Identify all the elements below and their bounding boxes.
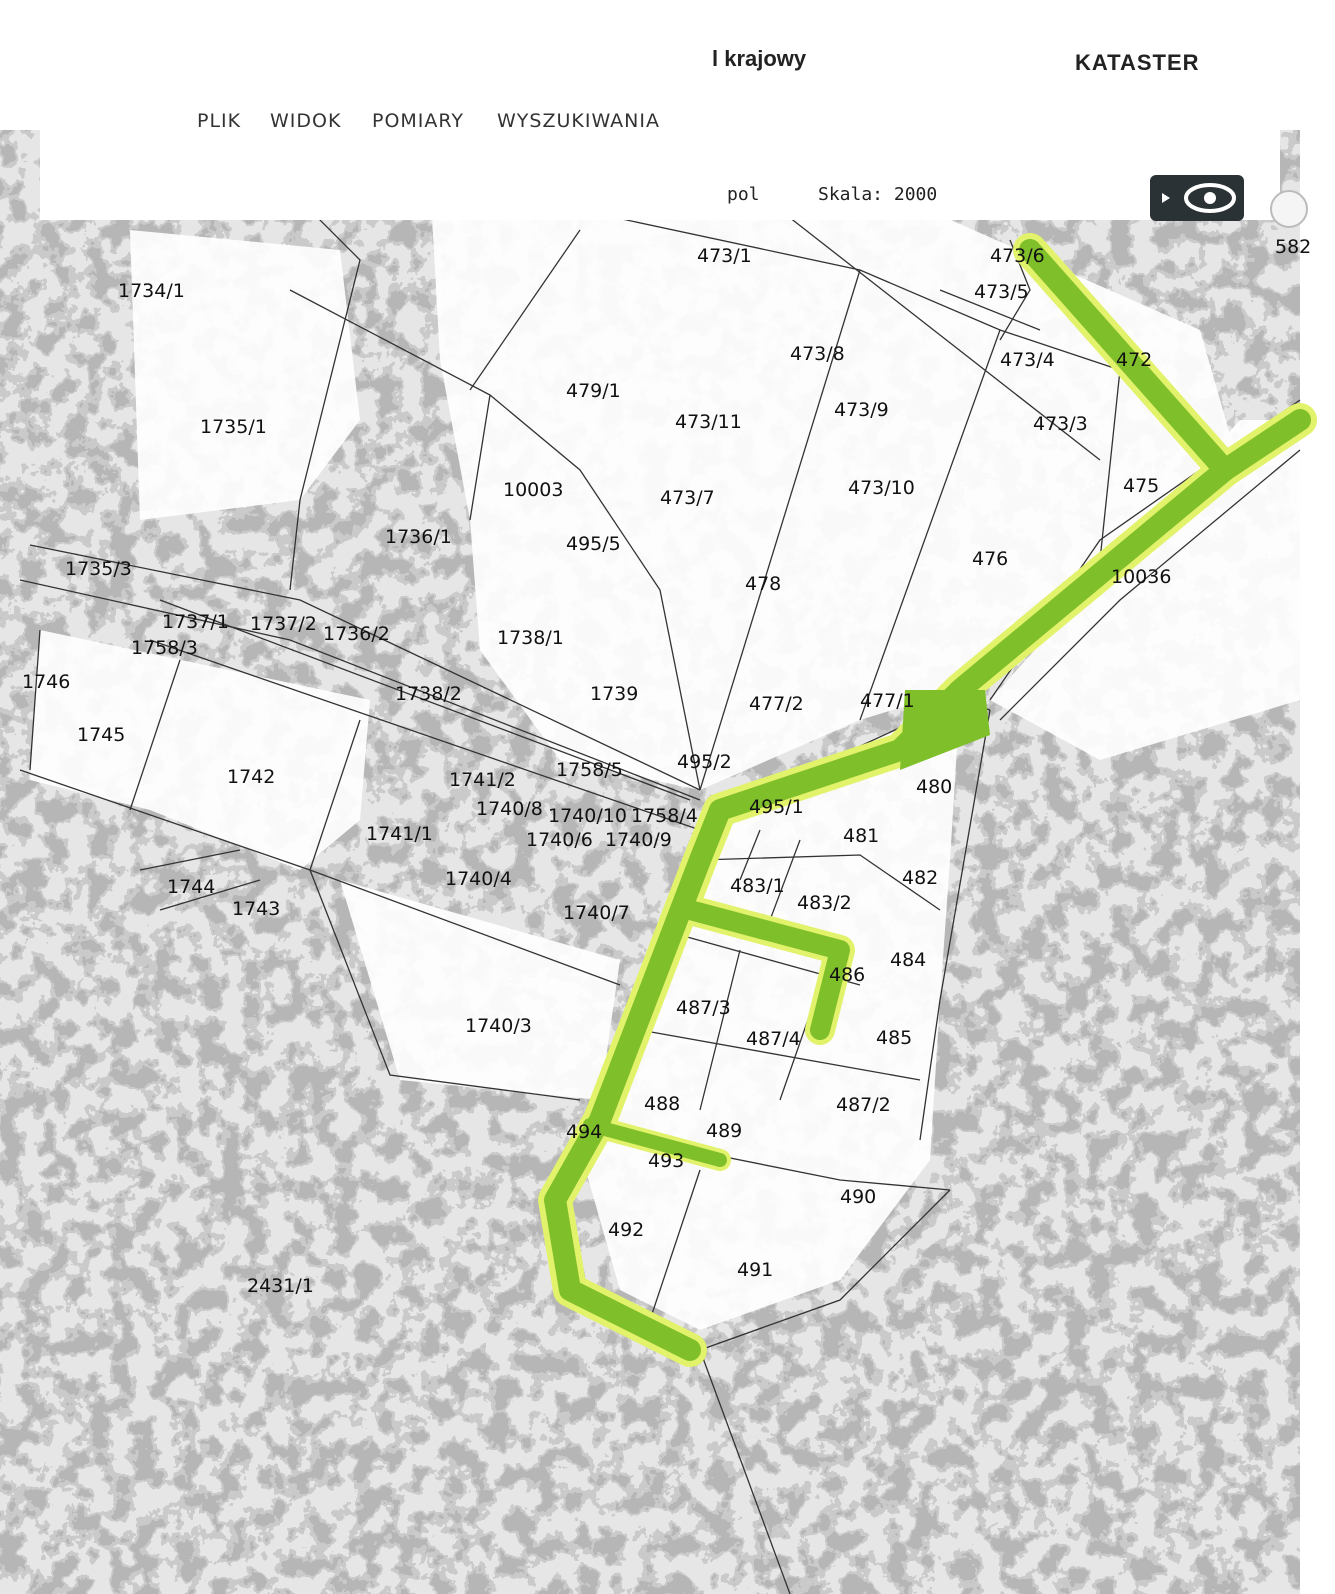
parcel-label: 482 <box>902 867 938 889</box>
view-toggle-button[interactable] <box>1150 175 1244 221</box>
parcel-label: 483/1 <box>730 875 785 897</box>
parcel-label: 1736/2 <box>323 623 390 645</box>
parcel-label: 473/1 <box>697 245 752 267</box>
parcel-label: 1741/1 <box>366 823 433 845</box>
parcel-label: 491 <box>737 1259 773 1281</box>
parcel-label: 1740/9 <box>605 829 672 851</box>
parcel-label: 1737/1 <box>162 611 229 633</box>
parcel-label: 1740/7 <box>563 902 630 924</box>
brand-logo: KATASTER <box>1075 50 1200 75</box>
parcel-label: 1742 <box>227 766 275 788</box>
menu-file[interactable]: PLIK <box>197 110 242 132</box>
parcel-label: 473/5 <box>974 281 1029 303</box>
menu-measurements[interactable]: POMIARY <box>372 110 464 132</box>
parcel-label: 582 <box>1275 236 1311 258</box>
parcel-label: 477/1 <box>860 690 915 712</box>
cleared-areas <box>30 180 1300 1330</box>
parcel-label: 1758/4 <box>631 805 698 827</box>
parcel-label: 487/4 <box>746 1028 801 1050</box>
parcel-labels: 467 1734/1 473/1 473/6 473/5 473/8 473/4… <box>22 148 1311 1297</box>
language-indicator[interactable]: pol <box>727 184 760 205</box>
parcel-label: 494 <box>566 1121 602 1143</box>
parcel-label: 1740/8 <box>476 798 543 820</box>
parcel-label: 492 <box>608 1219 644 1241</box>
parcel-label: 10003 <box>503 479 563 501</box>
arrow-icon <box>1162 193 1170 203</box>
parcel-label: 477/2 <box>749 693 804 715</box>
parcel-label: 1738/2 <box>395 683 462 705</box>
app-header: l krajowy KATASTER pol Skala: 2000 <box>40 30 1280 220</box>
parcel-label: 473/8 <box>790 343 845 365</box>
parcel-label: 479/1 <box>566 380 621 402</box>
parcel-label: 487/3 <box>676 997 731 1019</box>
parcel-label: 1758/3 <box>131 637 198 659</box>
parcel-label: 473/6 <box>990 245 1045 267</box>
parcel-label: 1734/1 <box>118 280 185 302</box>
circle-button-icon[interactable] <box>1270 190 1308 228</box>
parcel-label: 1741/2 <box>449 769 516 791</box>
parcel-label: 485 <box>876 1027 912 1049</box>
parcel-label: 481 <box>843 825 879 847</box>
parcel-label: 1738/1 <box>497 627 564 649</box>
parcel-label: 1740/3 <box>465 1015 532 1037</box>
parcel-label: 473/4 <box>1000 349 1055 371</box>
scale-readout: Skala: 2000 <box>818 184 938 205</box>
parcel-label: 484 <box>890 949 926 971</box>
parcel-label: 1745 <box>77 724 125 746</box>
parcel-label: 1744 <box>167 876 215 898</box>
parcel-label: 472 <box>1116 349 1152 371</box>
parcel-label: 473/7 <box>660 487 715 509</box>
parcel-label: 1735/3 <box>65 558 132 580</box>
eye-icon <box>1162 183 1236 213</box>
parcel-label: 473/3 <box>1033 413 1088 435</box>
parcel-label: 2431/1 <box>247 1275 314 1297</box>
parcel-label: 1740/4 <box>445 868 512 890</box>
parcel-label: 489 <box>706 1120 742 1142</box>
parcel-label: 483/2 <box>797 892 852 914</box>
parcel-label: 1735/1 <box>200 416 267 438</box>
parcel-label: 473/11 <box>675 411 742 433</box>
app-title: l krajowy <box>712 46 807 71</box>
parcel-label: 1743 <box>232 898 280 920</box>
parcel-label: 478 <box>745 573 781 595</box>
parcel-label: 1740/6 <box>526 829 593 851</box>
parcel-label: 1758/5 <box>556 759 623 781</box>
parcel-label: 495/5 <box>566 533 621 555</box>
parcel-label: 493 <box>648 1150 684 1172</box>
parcel-label: 486 <box>829 964 865 986</box>
parcel-label: 473/10 <box>848 477 915 499</box>
parcel-label: 490 <box>840 1186 876 1208</box>
parcel-label: 487/2 <box>836 1094 891 1116</box>
parcel-label: 488 <box>644 1093 680 1115</box>
parcel-label: 1746 <box>22 671 70 693</box>
parcel-label: 476 <box>972 548 1008 570</box>
parcel-label: 1737/2 <box>250 613 317 635</box>
parcel-label: 475 <box>1123 475 1159 497</box>
highlighted-road <box>538 233 1317 1367</box>
parcel-label: 1740/10 <box>548 805 627 827</box>
parcel-label: 1736/1 <box>385 526 452 548</box>
menu-view[interactable]: WIDOK <box>270 110 342 132</box>
parcel-label: 10036 <box>1111 566 1171 588</box>
parcel-label: 495/2 <box>677 751 732 773</box>
parcel-label: 495/1 <box>749 796 804 818</box>
parcel-label: 473/9 <box>834 399 889 421</box>
parcel-label: 480 <box>916 776 952 798</box>
menu-search[interactable]: WYSZUKIWANIA <box>497 110 660 132</box>
parcel-label: 1739 <box>590 683 638 705</box>
